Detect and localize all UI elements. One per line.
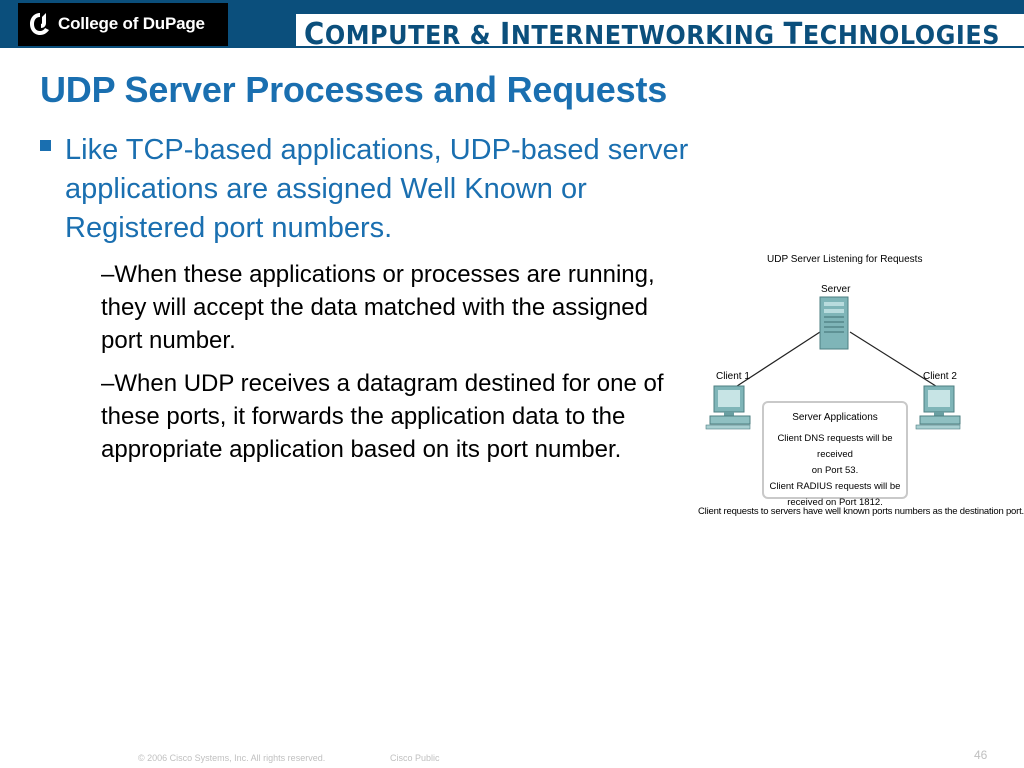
client2-computer-icon bbox=[915, 385, 961, 430]
college-logo-text: College of DuPage bbox=[58, 14, 205, 33]
slide-title: UDP Server Processes and Requests bbox=[40, 69, 668, 110]
client1-label: Client 1 bbox=[716, 371, 750, 382]
server-label: Server bbox=[821, 284, 851, 295]
banner-rest-2: NTERNETWORKING bbox=[510, 21, 784, 51]
sub-point-1: –When these applications or processes ar… bbox=[101, 261, 655, 354]
main-bullet-text: Like TCP-based applications, UDP-based s… bbox=[65, 134, 689, 244]
footer-copyright: © 2006 Cisco Systems, Inc. All rights re… bbox=[138, 753, 326, 763]
page-number: 46 bbox=[974, 748, 988, 762]
banner-cap-2: I bbox=[500, 17, 511, 52]
server-applications-title: Server Applications bbox=[792, 412, 878, 423]
client2-label: Client 2 bbox=[923, 371, 957, 382]
apps-line-2: on Port 53. bbox=[811, 465, 859, 476]
udp-server-diagram: UDP Server Listening for Requests Server… bbox=[694, 250, 1024, 522]
apps-line-3: Client RADIUS requests will be bbox=[769, 481, 901, 492]
college-logo: College of DuPage bbox=[18, 3, 228, 46]
main-bullet: Like TCP-based applications, UDP-based s… bbox=[40, 131, 690, 248]
banner-cap-1: C bbox=[304, 17, 325, 52]
apps-line-4: received on Port 1812. bbox=[787, 497, 883, 508]
program-banner: COMPUTER & INTERNETWORKING TECHNOLOGIES bbox=[296, 14, 1024, 52]
college-logo-icon bbox=[30, 13, 49, 35]
program-banner-text: COMPUTER & INTERNETWORKING TECHNOLOGIES bbox=[304, 17, 1000, 52]
server-tower-icon bbox=[819, 296, 849, 350]
diagram-caption: Client requests to servers have well kno… bbox=[698, 506, 1024, 517]
server-applications-box: Server Applications Client DNS requests … bbox=[762, 401, 908, 508]
sub-point-2: –When UDP receives a datagram destined f… bbox=[101, 370, 664, 463]
banner-cap-3: T bbox=[783, 17, 803, 52]
link-server-client1 bbox=[733, 331, 821, 389]
square-bullet-icon bbox=[40, 140, 51, 151]
diagram-graphics bbox=[705, 296, 961, 430]
client1-computer-icon bbox=[705, 385, 751, 430]
link-server-client2 bbox=[849, 331, 940, 389]
banner-rest-3: ECHNOLOGIES bbox=[802, 21, 1001, 51]
footer-classification: Cisco Public bbox=[390, 753, 440, 763]
header-band: College of DuPage COMPUTER & INTERNETWOR… bbox=[0, 0, 1024, 52]
banner-rest-1: OMPUTER & bbox=[324, 21, 501, 51]
apps-line-1: Client DNS requests will be received bbox=[777, 433, 893, 460]
diagram-title: UDP Server Listening for Requests bbox=[767, 254, 923, 265]
